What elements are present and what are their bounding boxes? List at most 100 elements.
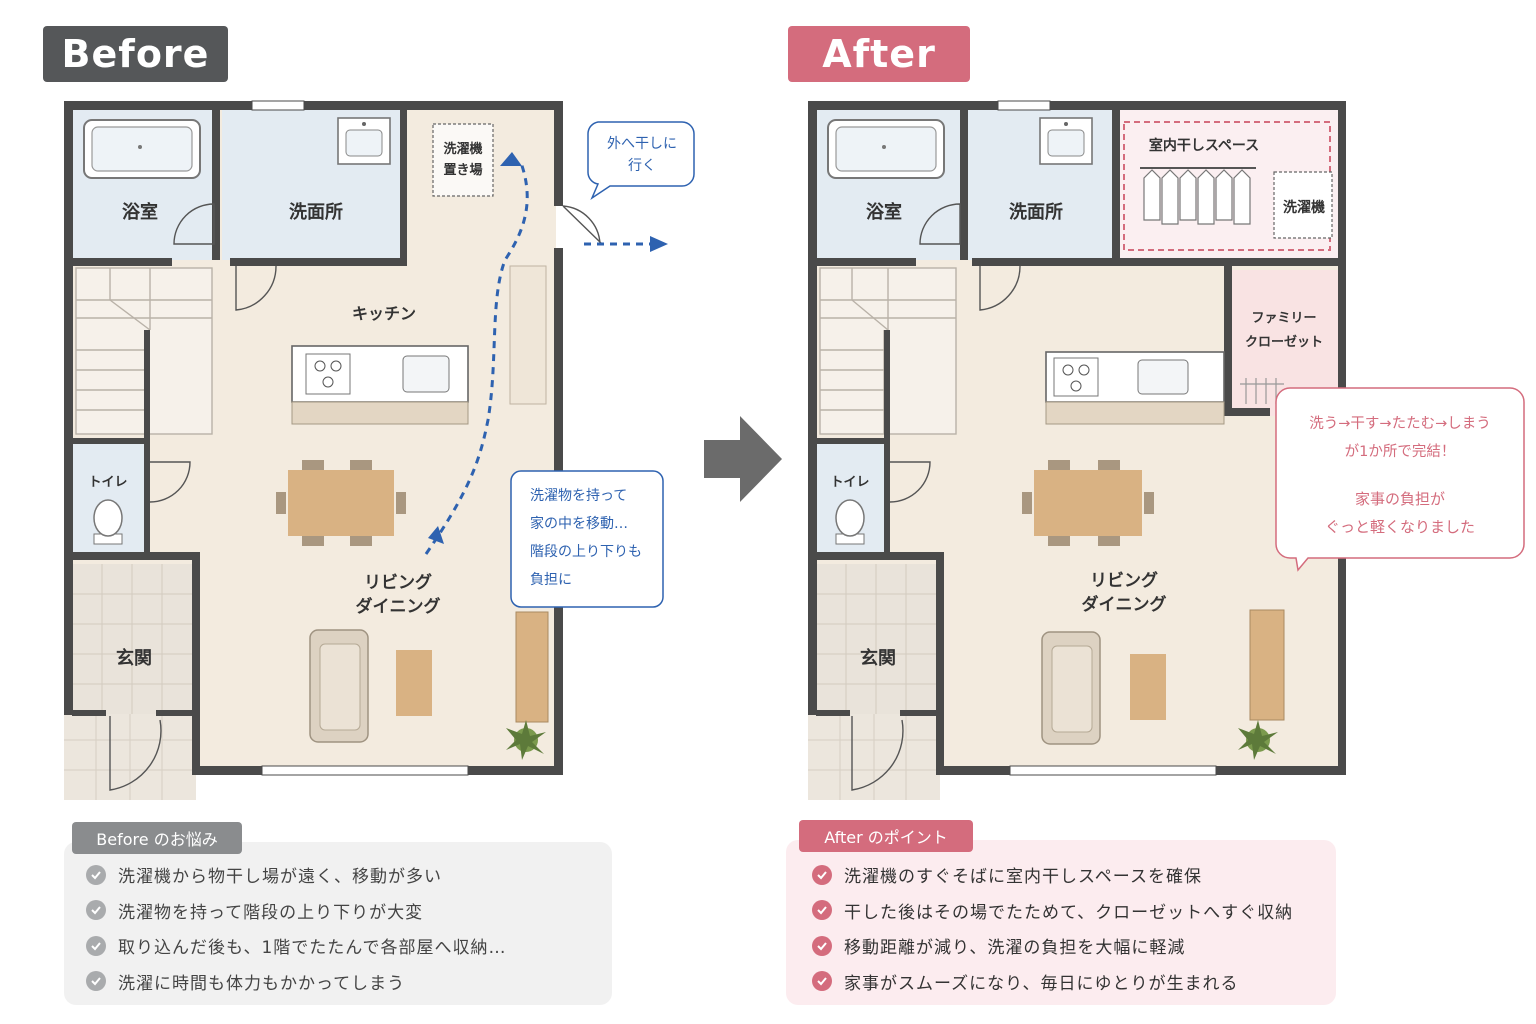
before-bubble-side-line4: 負担に [530, 572, 572, 588]
before-problem-text: 洗濯物を持って階段の上り下りが大変 [118, 902, 424, 923]
before-to-after-arrow-icon [704, 416, 782, 502]
after-tv-board [1249, 609, 1285, 721]
check-icon [86, 864, 106, 885]
before-problem-text: 洗濯機から物干し場が遠く、移動が多い [118, 867, 442, 888]
after-closet-hangers-icon [1240, 378, 1284, 404]
before-label-living-2: ダイニング [356, 596, 441, 617]
before-problem-text: 取り込んだ後も、1階でたたんで各部屋へ収納… [118, 938, 507, 959]
before-label-entrance: 玄関 [116, 647, 152, 669]
after-label-bath: 浴室 [866, 201, 902, 223]
before-washbasin [337, 117, 391, 165]
after-label-washroom: 洗面所 [1009, 201, 1063, 223]
after-bubble: 洗う→干す→たたむ→しまう が1か所で完結！ 家事の負担が ぐっと軽くなりました [1275, 387, 1525, 572]
before-bubble-top-line1: 外へ干しに [607, 136, 677, 152]
after-label-closet-2: クローゼット [1245, 334, 1323, 350]
before-sofa [309, 629, 369, 743]
before-label-living-1: リビング [364, 572, 432, 593]
before-problem-item: 取り込んだ後も、1階でたたんで各部屋へ収納… [86, 928, 506, 964]
before-storage-shelf [509, 265, 547, 405]
before-plant-icon [506, 720, 546, 760]
before-problems-panel [64, 842, 612, 1005]
after-plant-icon [1238, 720, 1278, 760]
check-icon [812, 935, 832, 956]
after-points-panel [786, 840, 1336, 1005]
after-label-drying-space: 室内干しスペース [1149, 137, 1259, 154]
check-icon [86, 900, 106, 921]
before-movement-path [424, 159, 529, 555]
before-floor-plan: 浴室 洗面所 洗濯機 置き場 キッチン トイレ リビング ダイニング 玄関 [64, 100, 668, 800]
after-doors [851, 203, 1021, 791]
after-label-entrance: 玄関 [860, 647, 896, 669]
after-title: After [788, 26, 970, 82]
after-coffee-table [1130, 654, 1166, 720]
check-icon [812, 900, 832, 921]
after-bubble-line4: ぐっと軽くなりました [1325, 518, 1475, 536]
before-label-bath: 浴室 [122, 201, 158, 223]
after-washer-box [1273, 171, 1333, 239]
after-label-living-1: リビング [1090, 570, 1158, 591]
after-washbasin [1039, 117, 1093, 165]
after-label-toilet: トイレ [830, 475, 869, 490]
before-label-washer-2: 置き場 [443, 162, 482, 178]
after-points-list: 洗濯機のすぐそばに室内干しスペースを確保 干した後はその場でたためて、クローゼッ… [812, 857, 1293, 999]
after-floor-plan: 浴室 洗面所 室内干しスペース 洗濯機 ファミリー クローゼット トイレ リビン… [808, 100, 1346, 800]
before-doors [109, 203, 603, 791]
before-path-arrowhead-up [500, 152, 522, 166]
check-icon [812, 864, 832, 885]
before-label-washroom: 洗面所 [289, 201, 343, 223]
after-bubble-line3: 家事の負担が [1355, 490, 1445, 508]
after-label-living-2: ダイニング [1082, 594, 1167, 615]
after-point-item: 洗濯機のすぐそばに室内干しスペースを確保 [812, 857, 1293, 893]
after-label-washer: 洗濯機 [1283, 199, 1325, 216]
before-windows [251, 100, 469, 776]
after-point-text: 洗濯機のすぐそばに室内干しスペースを確保 [844, 867, 1202, 888]
after-point-item: 干した後はその場でたためて、クローゼットへすぐ収納 [812, 893, 1293, 929]
before-panel-tag: Before のお悩み [72, 822, 242, 854]
after-bubble-line1: 洗う→干す→たたむ→しまう [1309, 415, 1490, 432]
after-panel-tag: After のポイント [799, 820, 973, 852]
before-bubble-side: 洗濯物を持って 家の中を移動… 階段の上り下りも 負担に [510, 470, 664, 608]
before-bubble-top: 外へ干しに 行く [587, 121, 695, 201]
after-hanging-clothes-icon [1140, 167, 1256, 225]
before-kitchen-counter [291, 345, 469, 425]
after-dining-table [1022, 460, 1154, 546]
check-icon [812, 971, 832, 992]
before-washer-spot [432, 123, 494, 197]
after-bathtub [827, 119, 945, 179]
after-point-text: 干した後はその場でたためて、クローゼットへすぐ収納 [844, 902, 1294, 923]
before-path-arrowhead-down [428, 526, 444, 544]
before-problem-text: 洗濯に時間も体力もかかってしまう [118, 973, 406, 994]
before-problem-item: 洗濯物を持って階段の上り下りが大変 [86, 893, 506, 929]
before-coffee-table [396, 650, 432, 716]
after-bubble-line2: が1か所で完結！ [1345, 443, 1456, 460]
after-entrance-tiles [808, 564, 940, 800]
before-bathtub [83, 119, 201, 179]
before-problem-item: 洗濯機から物干し場が遠く、移動が多い [86, 857, 506, 893]
before-outside-arrowhead [650, 236, 668, 252]
before-label-washer-1: 洗濯機 [443, 141, 482, 157]
before-bubble-side-line2: 家の中を移動… [530, 515, 628, 532]
after-label-closet-1: ファミリー [1251, 311, 1316, 326]
after-point-text: 家事がスムーズになり、毎日にゆとりが生まれる [844, 973, 1239, 994]
before-title: Before [43, 26, 228, 82]
before-bubble-side-line1: 洗濯物を持って [530, 488, 627, 504]
after-point-text: 移動距離が減り、洗濯の負担を大幅に軽減 [844, 938, 1186, 959]
before-problem-item: 洗濯に時間も体力もかかってしまう [86, 964, 506, 1000]
check-icon [86, 935, 106, 956]
after-windows [997, 100, 1217, 776]
before-bubble-side-line3: 階段の上り下りも [530, 544, 642, 560]
before-problems-list: 洗濯機から物干し場が遠く、移動が多い 洗濯物を持って階段の上り下りが大変 取り込… [86, 857, 506, 999]
before-tv-board [515, 611, 549, 723]
check-icon [86, 971, 106, 992]
after-point-item: 移動距離が減り、洗濯の負担を大幅に軽減 [812, 928, 1293, 964]
before-label-toilet: トイレ [88, 475, 127, 490]
before-toilet-fixture [93, 499, 123, 545]
after-sofa [1041, 631, 1101, 745]
before-entrance-tiles [64, 564, 196, 800]
before-label-kitchen: キッチン [352, 304, 416, 323]
after-point-item: 家事がスムーズになり、毎日にゆとりが生まれる [812, 964, 1293, 1000]
after-kitchen-counter [1045, 351, 1225, 425]
before-bubble-top-line2: 行く [628, 158, 656, 174]
before-dining-table [276, 460, 406, 546]
after-toilet-fixture [835, 499, 865, 545]
